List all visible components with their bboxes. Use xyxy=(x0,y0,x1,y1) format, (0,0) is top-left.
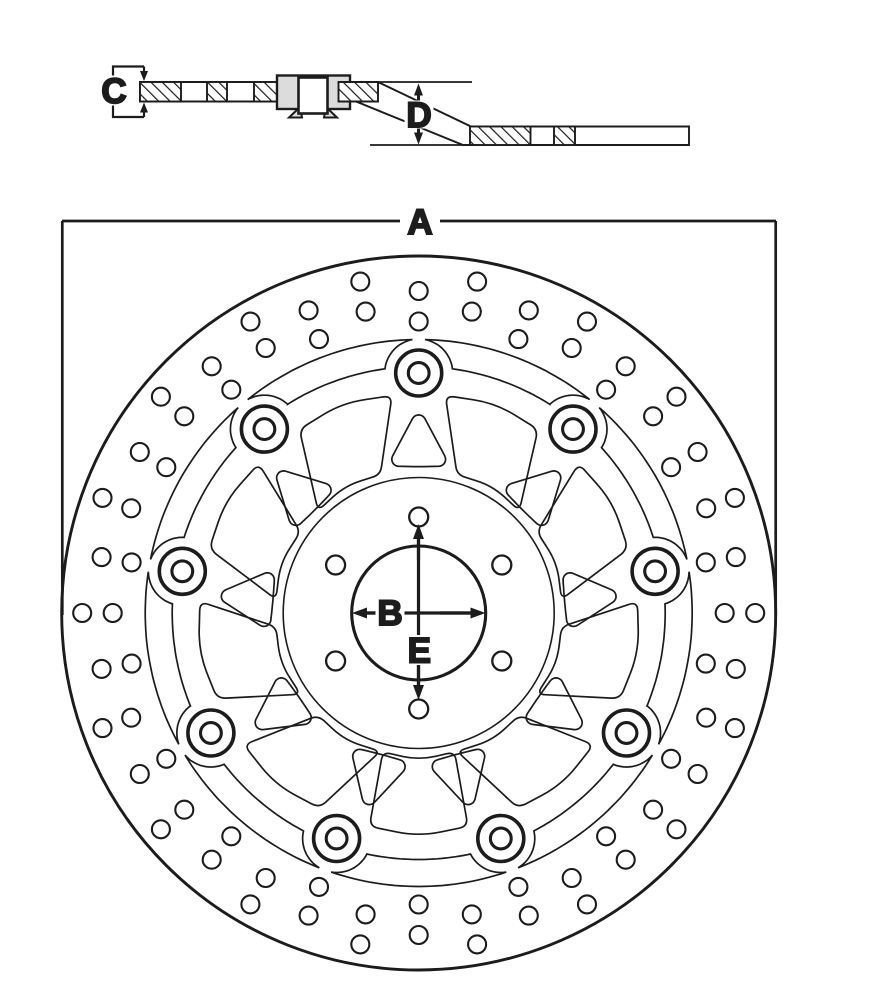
svg-text:A: A xyxy=(407,203,432,242)
svg-text:C: C xyxy=(101,72,126,111)
svg-text:D: D xyxy=(406,96,431,135)
svg-text:E: E xyxy=(408,632,431,671)
svg-text:B: B xyxy=(377,594,402,633)
